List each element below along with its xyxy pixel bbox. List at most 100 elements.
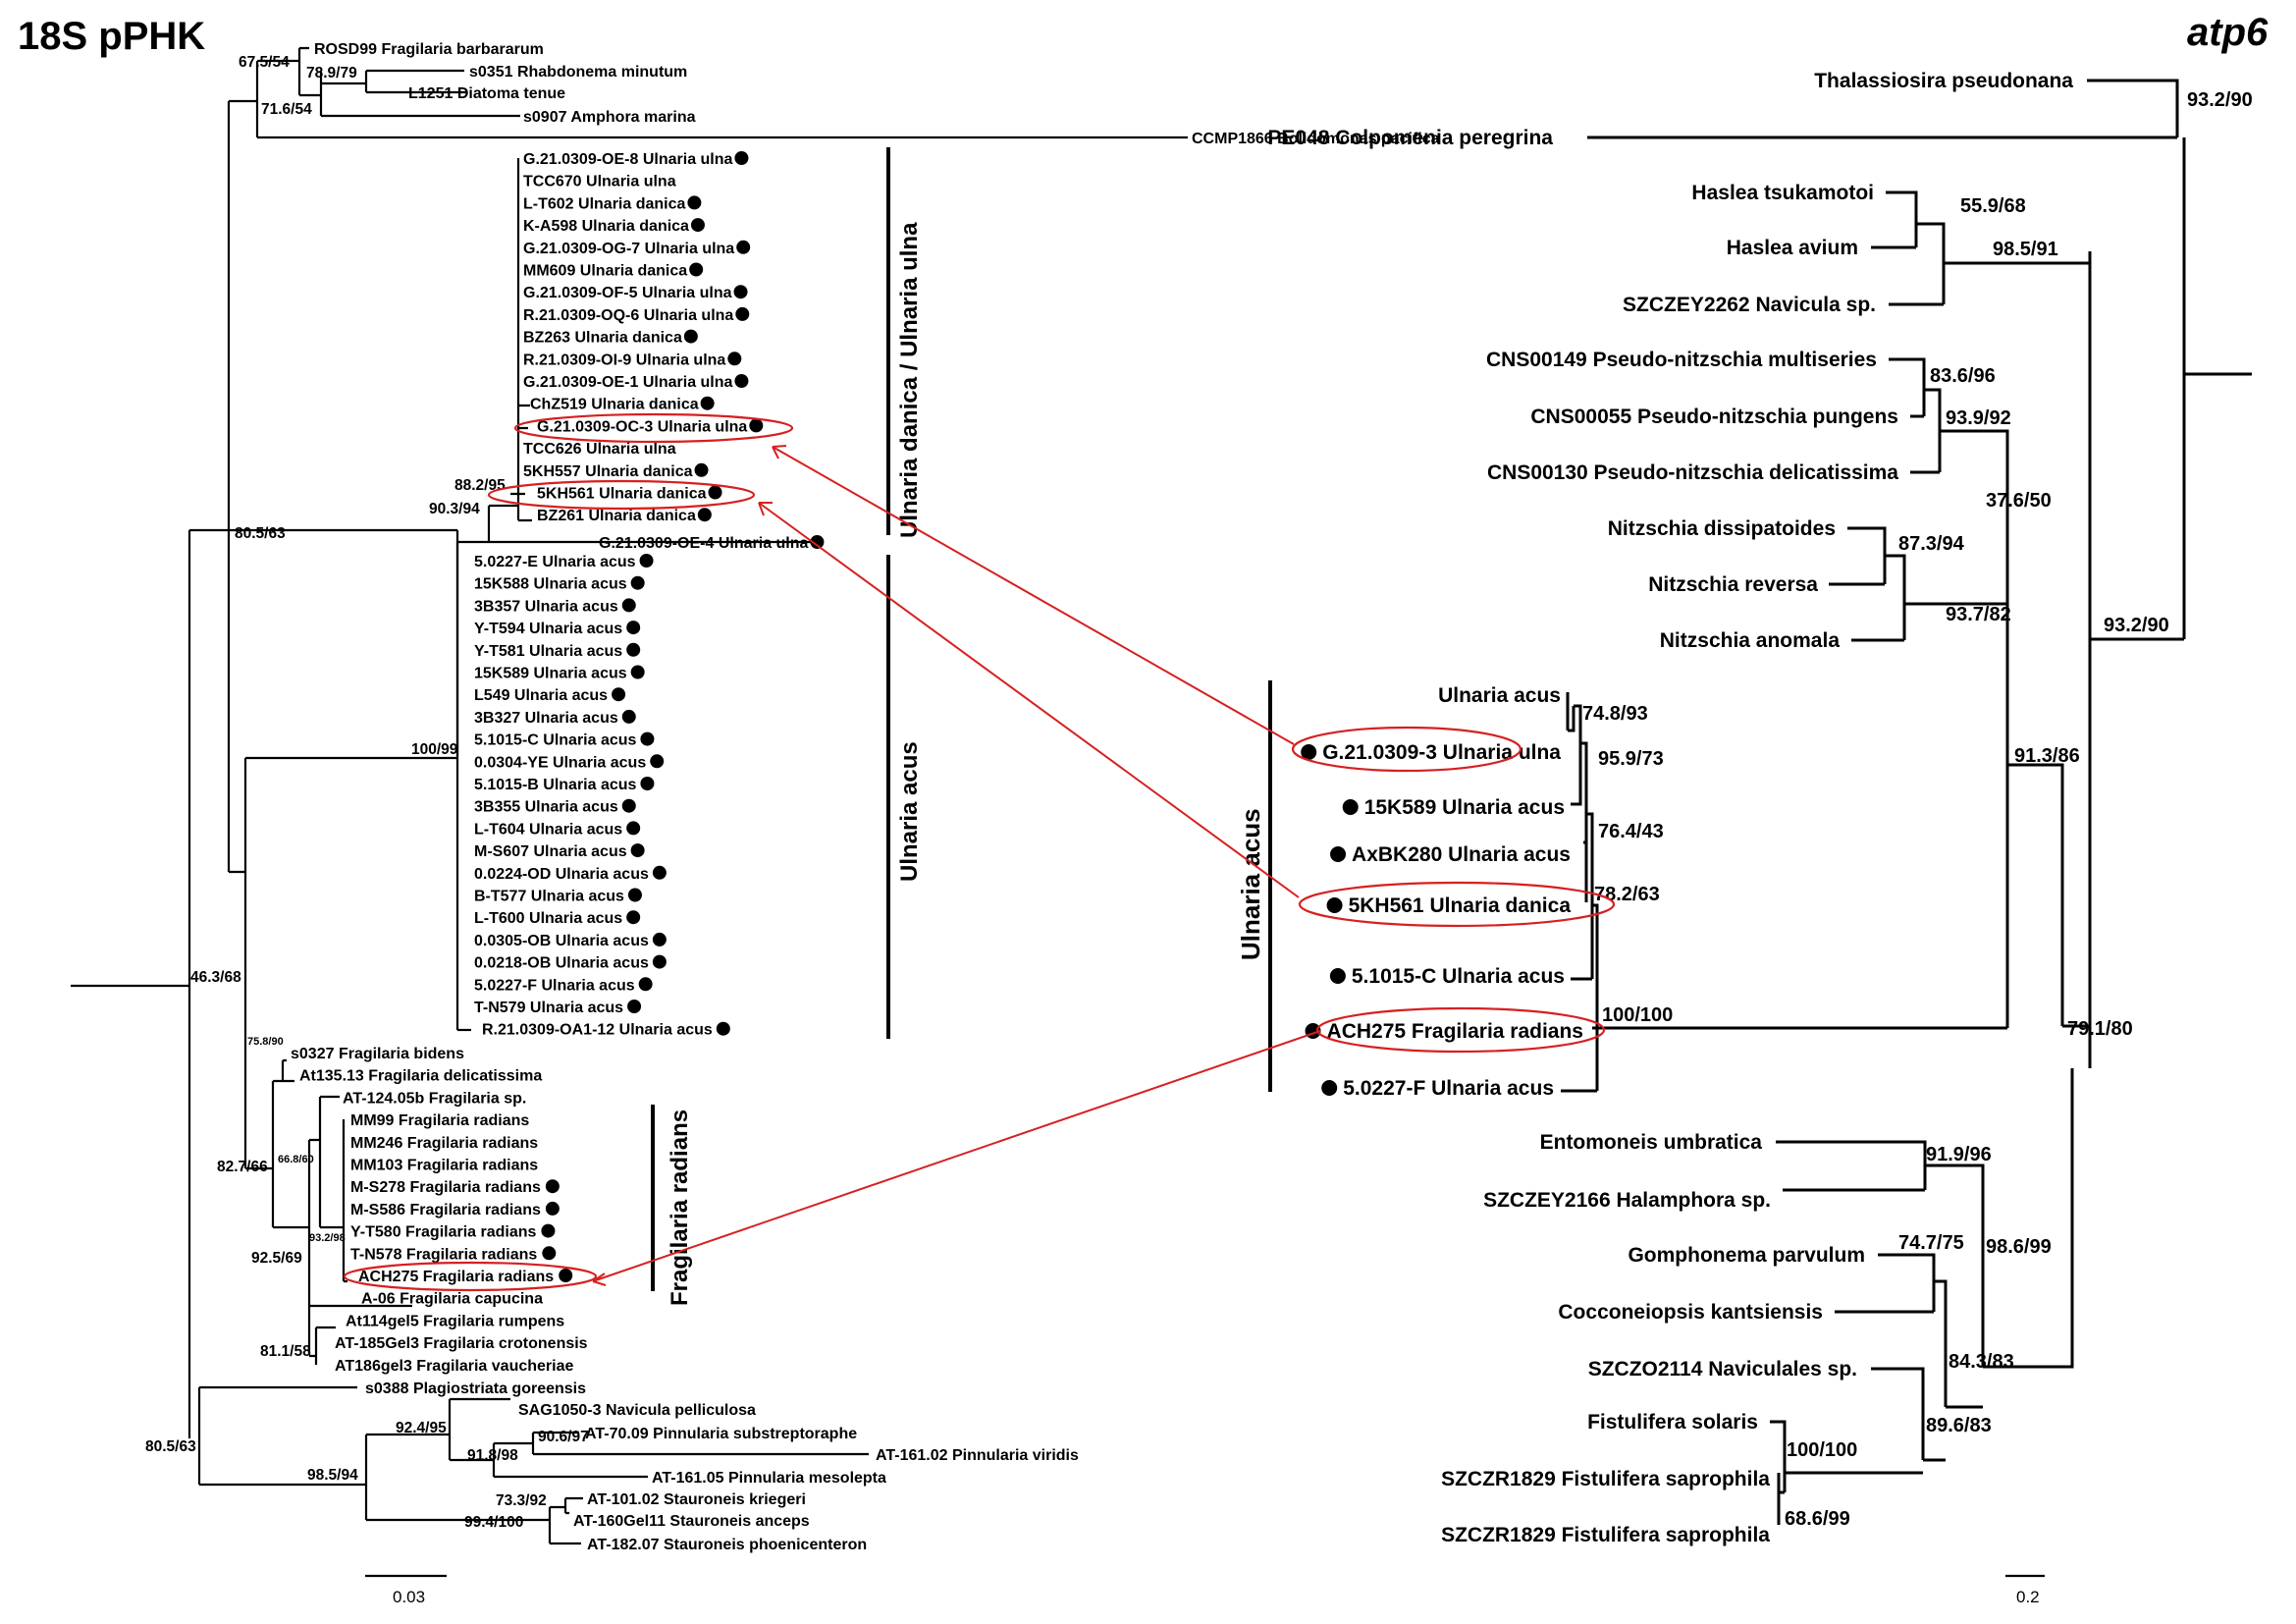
support-label: 76.4/43 <box>1598 821 1664 842</box>
leaf-label: Thalassiosira pseudonana <box>1814 70 2073 92</box>
sample-dot-marker <box>650 754 665 769</box>
support-label: 78.2/63 <box>1594 884 1660 905</box>
support-label: 91.3/86 <box>2014 745 2080 767</box>
leaf-label: 0.0305-OB Ulnaria acus <box>474 933 649 949</box>
support-label: 88.2/95 <box>454 477 506 494</box>
arrow-5kh561 <box>758 502 1300 898</box>
support-label: 87.3/94 <box>1898 533 1965 555</box>
leaf-label: 5.1015-C Ulnaria acus <box>474 732 637 749</box>
connecting-arrows <box>592 445 1321 1286</box>
sample-dot-marker <box>652 954 667 969</box>
branch <box>1770 1420 1923 1525</box>
support-label: 82.7/66 <box>217 1159 268 1175</box>
leaf-label: 5.1015-C Ulnaria acus <box>1352 965 1565 988</box>
leaf-label: L-T602 Ulnaria danica <box>523 195 685 212</box>
sample-dot-marker <box>687 195 702 210</box>
leaf-label: At135.13 Fragilaria delicatissima <box>299 1068 542 1085</box>
leaf-label: G.21.0309-OG-7 Ulnaria ulna <box>523 241 734 257</box>
sample-dot-marker <box>734 374 749 388</box>
sample-dot-marker <box>652 865 667 880</box>
leaf-label: G.21.0309-OE-8 Ulnaria ulna <box>523 151 733 168</box>
leaf-label: K-A598 Ulnaria danica <box>523 218 689 235</box>
sample-dot-marker <box>716 1021 730 1036</box>
branch <box>510 404 532 522</box>
highlight-ring-ach275 <box>343 1261 598 1292</box>
sample-dot-marker <box>559 1269 573 1282</box>
support-label: 66.8/60 <box>278 1154 314 1165</box>
scale-bar-label: 0.03 <box>393 1588 425 1606</box>
leaf-label: 5.0227-E Ulnaria acus <box>474 554 636 570</box>
leaf-label: PE048 Colpomenia peregrina <box>1267 127 1553 149</box>
leaf-label: L549 Ulnaria acus <box>474 687 608 704</box>
leaf-label: Nitzschia reversa <box>1648 573 1818 596</box>
arrow-ach275 <box>592 1030 1321 1286</box>
leaf-label: L-T600 Ulnaria acus <box>474 910 622 927</box>
branch <box>1594 763 2090 1030</box>
highlight-ring-g21 <box>1291 726 1522 773</box>
sample-dot-marker <box>541 1223 556 1238</box>
support-label: 100/100 <box>1787 1439 1857 1461</box>
clade-label-ulnaria-acus: Ulnaria acus <box>1236 808 1265 960</box>
leaf-label: T-N578 Fragilaria radians <box>350 1246 537 1263</box>
branch <box>245 1058 294 1227</box>
branch <box>1871 190 2090 306</box>
leaf-label: G.21.0309-OE-1 Ulnaria ulna <box>523 374 733 391</box>
branch <box>1561 692 1599 1093</box>
leaf-label: ACH275 Fragilaria radians <box>1327 1020 1583 1043</box>
leaf-label: M-S607 Ulnaria acus <box>474 843 627 860</box>
sample-dot-marker <box>734 151 749 165</box>
sample-dot-marker <box>612 687 626 702</box>
leaf-label: 5KH561 Ulnaria danica <box>1349 894 1572 917</box>
leaf-label: s0907 Amphora marina <box>523 109 696 126</box>
clade-label-danica-ulna: Ulnaria danica / Ulnaria ulna <box>896 222 923 538</box>
leaf-label: SAG1050-3 Navicula pelliculosa <box>518 1402 756 1419</box>
support-label: 93.2/98 <box>309 1232 346 1244</box>
leaf-label: SZCZR1829 Fistulifera saprophila <box>1441 1524 1770 1546</box>
leaf-label: L1251 Diatoma tenue <box>408 85 565 102</box>
leaf-label: B-T577 Ulnaria acus <box>474 889 624 905</box>
support-label: 95.9/73 <box>1598 748 1664 770</box>
leaf-label: Nitzschia anomala <box>1660 629 1841 652</box>
sample-dot-marker <box>545 1179 560 1194</box>
leaf-label: 15K589 Ulnaria acus <box>1364 796 1565 819</box>
leaf-label: L-T604 Ulnaria acus <box>474 821 622 838</box>
leaf-label: ChZ519 Ulnaria danica <box>530 397 699 413</box>
support-label: 84.3/83 <box>1949 1351 2014 1373</box>
support-label: 75.8/90 <box>247 1036 284 1048</box>
arrow-oc3 <box>772 445 1295 745</box>
leaf-label: AT186gel3 Fragilaria vaucheriae <box>335 1358 573 1375</box>
leaf-label: A-06 Fragilaria capucina <box>361 1291 543 1308</box>
leaf-label: AT-185Gel3 Fragilaria crotonensis <box>335 1335 588 1352</box>
sample-dot-marker <box>694 462 709 477</box>
leaf-label: Y-T580 Fragilaria radians <box>350 1224 537 1241</box>
sample-dot-marker <box>1342 799 1359 815</box>
sample-dot-marker <box>621 598 636 613</box>
sample-dot-marker <box>1301 744 1317 760</box>
sample-dot-marker <box>749 418 764 433</box>
leaf-label: CNS00055 Pseudo-nitzschia pungens <box>1530 406 1898 428</box>
sample-dot-marker <box>627 888 642 902</box>
sample-dot-marker <box>627 1000 642 1013</box>
support-label: 81.1/58 <box>260 1343 311 1360</box>
branch <box>366 1496 583 1545</box>
leaf-label: 0.0218-OB Ulnaria acus <box>474 955 649 972</box>
sample-dot-marker <box>640 731 655 746</box>
leaf-label: M-S278 Fragilaria radians <box>350 1179 541 1196</box>
branch <box>1871 1367 1946 1462</box>
highlight-ring-oc3 <box>513 412 794 444</box>
sample-dot-marker <box>640 777 655 790</box>
support-label: 90.3/94 <box>429 501 480 517</box>
leaf-label: Y-T594 Ulnaria acus <box>474 621 622 637</box>
sample-dot-marker <box>700 396 715 410</box>
leaf-label: AT-124.05b Fragilaria sp. <box>343 1090 526 1107</box>
leaf-label: s0327 Fragilaria bidens <box>291 1046 464 1062</box>
sample-dot-marker <box>626 910 641 925</box>
leaf-label: BZ261 Ulnaria danica <box>537 508 696 524</box>
highlight-ring-5kh561-right <box>1298 881 1616 928</box>
leaf-label: Cocconeiopsis kantsiensis <box>1558 1301 1823 1324</box>
